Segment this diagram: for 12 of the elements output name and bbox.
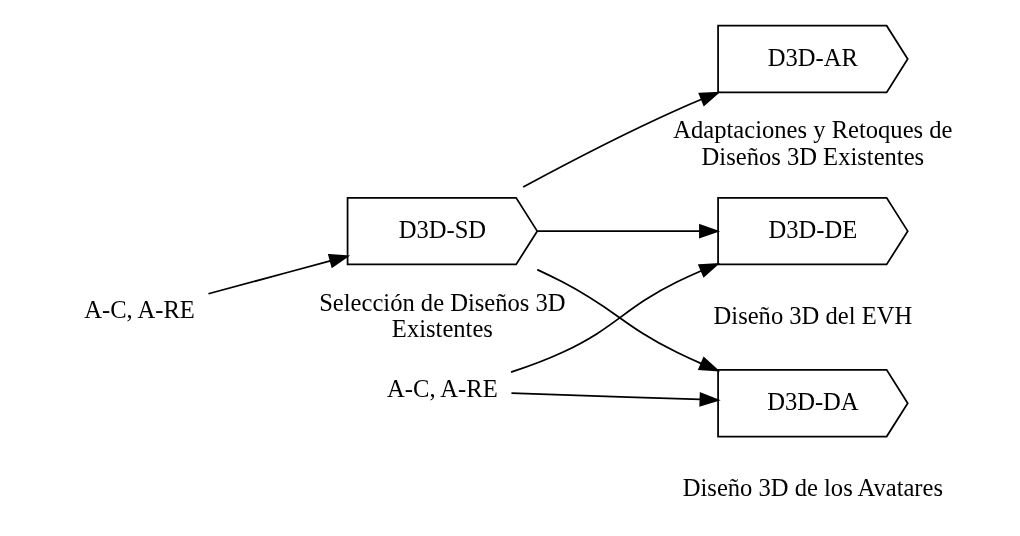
node-text: A-C, A-RE bbox=[387, 375, 498, 403]
arrow bbox=[522, 91, 721, 188]
arrow bbox=[207, 253, 351, 295]
arrow bbox=[510, 392, 721, 407]
arrow bbox=[536, 223, 721, 239]
arrow bbox=[510, 262, 721, 374]
node-text: A-C, A-RE bbox=[84, 296, 195, 324]
node-label: Diseño 3D de los Avatares bbox=[682, 473, 944, 501]
node-label: Selección de Diseños 3D Existentes bbox=[319, 288, 566, 342]
node-label: Diseño 3D del EVH bbox=[713, 301, 913, 329]
node-label: Adaptaciones y Retoques de Diseños 3D Existentes bbox=[673, 116, 953, 170]
arrow bbox=[536, 268, 721, 372]
